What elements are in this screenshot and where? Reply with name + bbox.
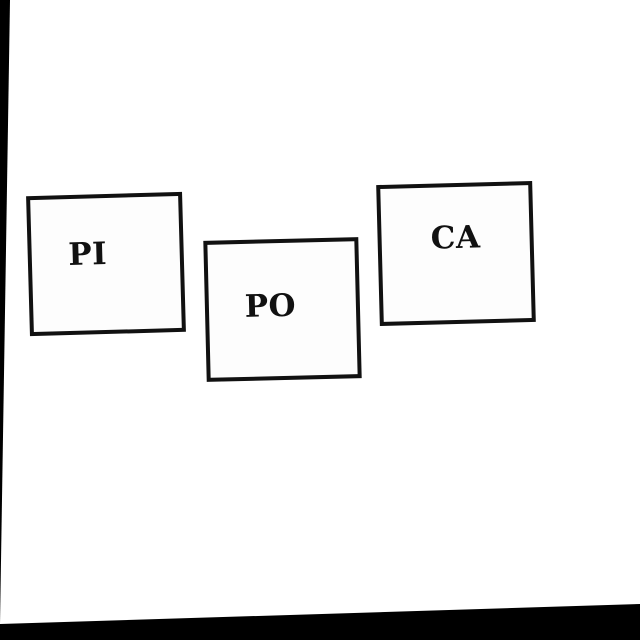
card-ca: CA — [376, 180, 536, 327]
card-po: PO — [203, 237, 362, 382]
card-label-po: PO — [244, 287, 297, 325]
card-label-ca: CA — [430, 218, 481, 257]
card-label-pi: PI — [67, 235, 108, 274]
card-pi: PI — [26, 191, 186, 337]
